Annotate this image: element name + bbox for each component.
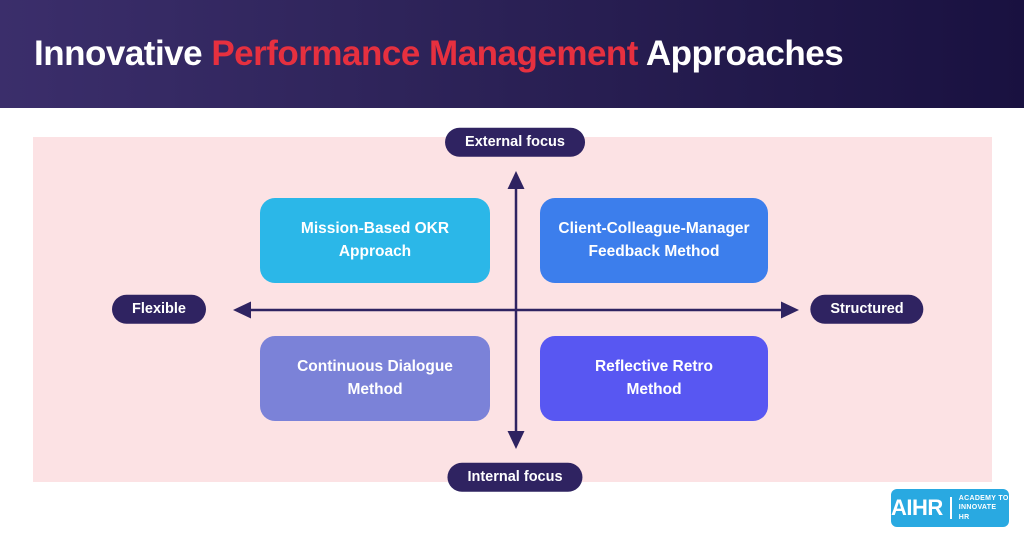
title-part1: Innovative — [34, 34, 212, 73]
quadrant-client-colleague-manager-feedback: Client-Colleague-Manager Feedback Method — [540, 198, 768, 283]
axis-label-flexible: Flexible — [112, 294, 206, 324]
quadrant-reflective-retro: Reflective Retro Method — [540, 336, 768, 421]
axis-label-internal-focus: Internal focus — [447, 462, 583, 492]
header-banner: Innovative Performance Management Approa… — [0, 0, 1024, 108]
axis-label-structured: Structured — [810, 294, 924, 324]
tagline-line1: ACADEMY TO — [958, 495, 1009, 503]
axis-label-external-focus: External focus — [445, 127, 585, 157]
quadrant-continuous-dialogue: Continuous Dialogue Method — [260, 336, 490, 421]
aihr-logo: AIHR ACADEMY TO INNOVATE HR — [891, 489, 1009, 527]
tagline-line2: INNOVATE HR — [958, 504, 997, 521]
title-part2: Approaches — [637, 34, 844, 73]
aihr-logo-brand: AIHR — [891, 495, 943, 520]
logo-divider — [949, 497, 952, 519]
aihr-logo-tagline: ACADEMY TO INNOVATE HR — [959, 494, 1009, 521]
page-title: Innovative Performance Management Approa… — [34, 34, 844, 74]
quadrant-mission-based-okr: Mission-Based OKR Approach — [260, 198, 490, 283]
title-highlight: Performance Management — [211, 34, 638, 73]
